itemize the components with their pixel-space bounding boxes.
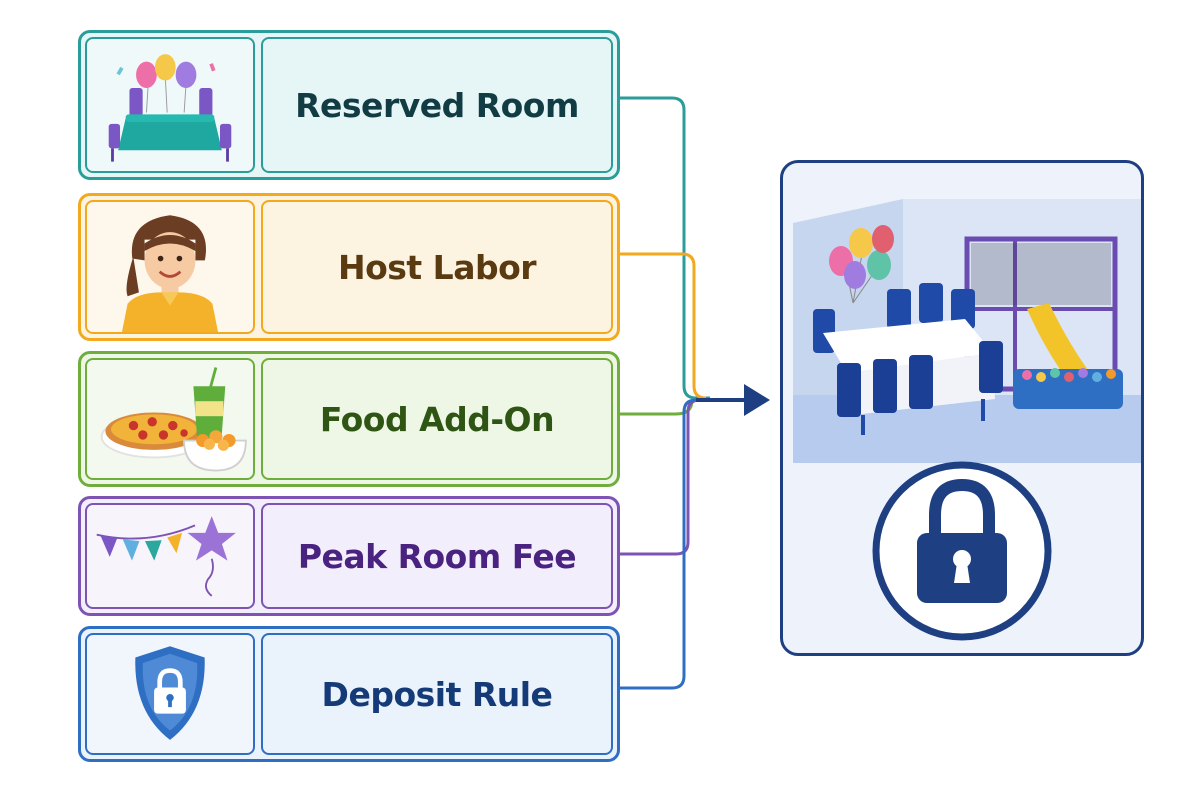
item-label: Peak Room Fee xyxy=(261,503,613,609)
item-label: Reserved Room xyxy=(261,37,613,173)
item-label: Deposit Rule xyxy=(261,633,613,755)
connector-reserved-room xyxy=(620,96,710,400)
pizza-drink-icon xyxy=(85,358,255,480)
item-host-labor: Host Labor xyxy=(78,193,620,341)
item-reserved-room: Reserved Room xyxy=(78,30,620,180)
connector-deposit-rule xyxy=(620,398,697,690)
party-room-lock-panel xyxy=(780,160,1144,656)
bunting-balloon-icon xyxy=(85,503,255,609)
item-label: Food Add-On xyxy=(261,358,613,480)
item-label: Host Labor xyxy=(261,200,613,334)
party-table-icon xyxy=(85,37,255,173)
connector-food-addon xyxy=(620,399,694,416)
party-room-lock-icon xyxy=(793,199,1141,641)
shield-lock-icon xyxy=(85,633,255,755)
arrow-head-icon xyxy=(744,384,770,416)
item-peak-room-fee: Peak Room Fee xyxy=(78,496,620,616)
item-deposit-rule: Deposit Rule xyxy=(78,626,620,762)
host-person-icon xyxy=(85,200,255,334)
item-food-addon: Food Add-On xyxy=(78,351,620,487)
connector-host-labor xyxy=(620,252,707,400)
connector-peak-room-fee xyxy=(620,398,701,556)
